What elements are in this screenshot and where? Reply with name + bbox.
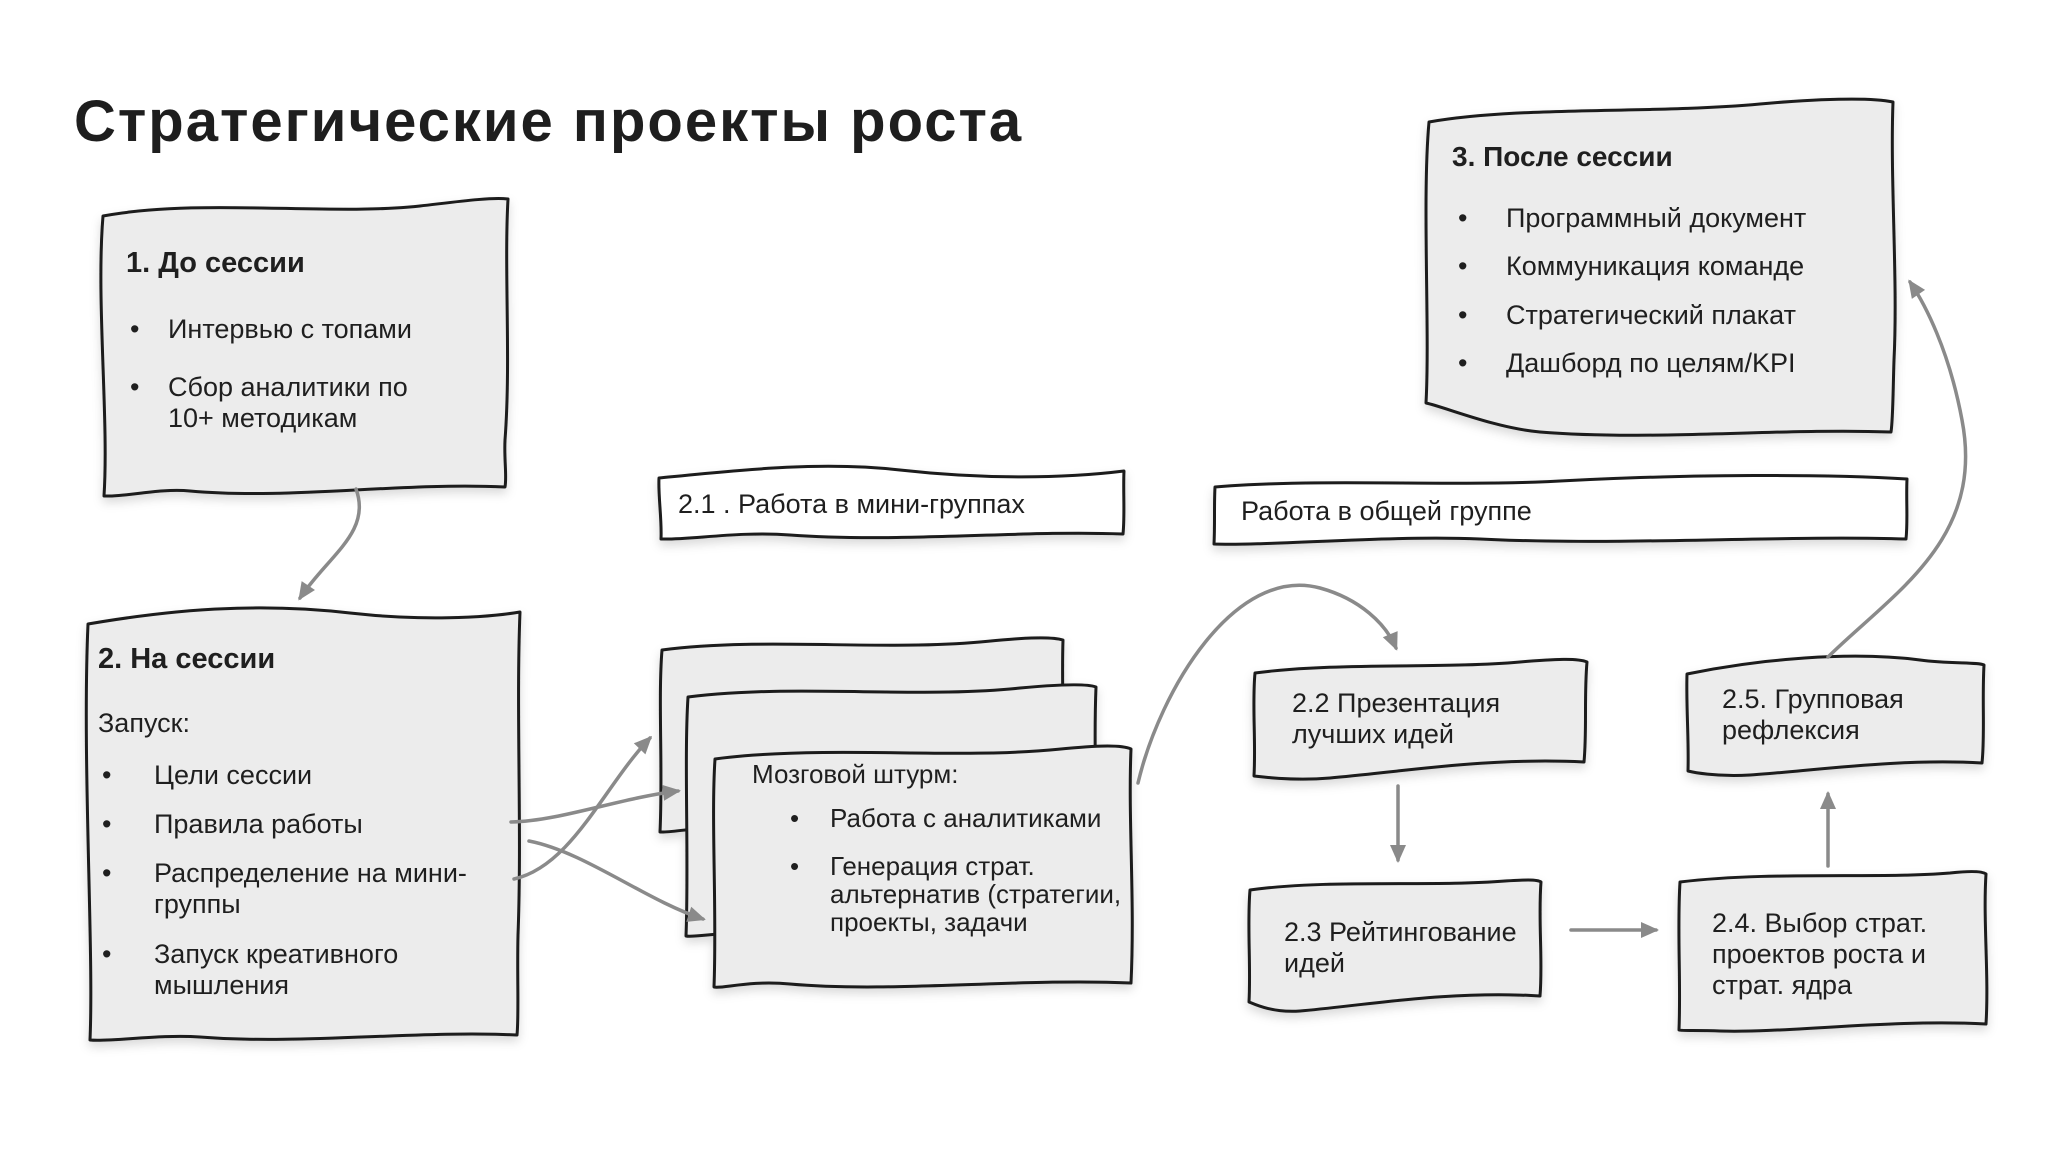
list-item: • Запуск креативного мышления bbox=[98, 939, 498, 1002]
list-item: • Генерация страт. альтернатив (стратеги… bbox=[752, 852, 1134, 936]
mini-groups-banner-shape bbox=[657, 464, 1126, 541]
common-group-banner-shape bbox=[1212, 473, 1909, 546]
list-item: • Работа с аналитиками bbox=[752, 804, 1134, 832]
before-session-note: 1. До сессии • Интервью с топами • Сбор … bbox=[126, 246, 456, 460]
list-item-text: Дашборд по целям/KPI bbox=[1506, 347, 1796, 378]
step-2-3-label: 2.3 Рейтингование идей bbox=[1284, 917, 1517, 979]
list-item: • Программный документ bbox=[1452, 203, 1888, 234]
mini-groups-banner-label: 2.1 . Работа в мини-группах bbox=[678, 489, 1025, 519]
bullet-icon: • bbox=[130, 314, 140, 345]
arrow-box2-to-paper-back bbox=[512, 735, 653, 881]
brainstorm-heading: Мозговой штурм: bbox=[752, 759, 959, 789]
common-group-banner-label: Работа в общей группе bbox=[1241, 496, 1532, 526]
list-item-text: Генерация страт. альтернатив (стратегии,… bbox=[830, 851, 1122, 938]
bullet-icon: • bbox=[130, 371, 140, 402]
after-session-note: 3. После сессии • Программный документ •… bbox=[1452, 140, 1888, 396]
step-2-4-shape bbox=[1677, 870, 1989, 1033]
list-item: • Цели сессии bbox=[98, 760, 498, 791]
list-item-text: Интервью с топами bbox=[168, 314, 412, 345]
bullet-icon: • bbox=[1458, 203, 1468, 234]
bullet-icon: • bbox=[102, 938, 112, 969]
list-item: • Коммуникация команде bbox=[1452, 251, 1888, 282]
list-item: • Правила работы bbox=[98, 809, 498, 840]
list-item-text: Работа с аналитиками bbox=[830, 803, 1102, 834]
after-session-box-shape bbox=[1424, 97, 1897, 437]
bullet-icon: • bbox=[790, 851, 800, 882]
during-session-intro: Запуск: bbox=[98, 708, 190, 739]
before-session-heading: 1. До сессии bbox=[126, 247, 305, 279]
step-2-5-shape bbox=[1685, 654, 1986, 777]
during-session-box-shape bbox=[84, 606, 522, 1042]
list-item: • Стратегический плакат bbox=[1452, 300, 1888, 331]
step-2-2-label: 2.2 Презентация лучших идей bbox=[1292, 688, 1501, 750]
during-session-heading: 2. На сессии bbox=[98, 643, 276, 675]
bullet-icon: • bbox=[1458, 299, 1468, 330]
bullet-icon: • bbox=[102, 858, 112, 889]
list-item: • Дашборд по целям/KPI bbox=[1452, 348, 1888, 379]
after-session-heading: 3. После сессии bbox=[1452, 141, 1673, 172]
list-item-text: Коммуникация команде bbox=[1506, 251, 1805, 282]
list-item: • Распределение на мини-группы bbox=[98, 858, 498, 921]
before-session-box-shape bbox=[99, 197, 510, 498]
bullet-icon: • bbox=[1458, 347, 1468, 378]
list-item: • Интервью с топами bbox=[126, 314, 456, 345]
list-item: • Сбор аналитики по 10+ методикам bbox=[126, 372, 456, 435]
brainstorm-note: Мозговой штурм: • Работа с аналитиками •… bbox=[752, 760, 1134, 956]
list-item-text: Запуск креативного мышления bbox=[154, 938, 399, 1001]
arrow-brainstorm-to-2-2 bbox=[1136, 583, 1398, 785]
step-2-4-label: 2.4. Выбор страт. проектов роста и страт… bbox=[1712, 908, 1928, 1001]
step-2-2-shape bbox=[1252, 657, 1589, 781]
page-title: Стратегические проекты роста bbox=[74, 89, 1024, 154]
arrow-box1-to-box2 bbox=[298, 487, 362, 601]
list-item-text: Сбор аналитики по 10+ методикам bbox=[168, 371, 408, 433]
list-item-text: Распределение на мини-группы bbox=[154, 858, 467, 920]
list-item-text: Программный документ bbox=[1506, 203, 1807, 234]
list-item-text: Стратегический плакат bbox=[1506, 299, 1796, 330]
arrow-box2-to-brainstorm bbox=[527, 839, 706, 922]
bullet-icon: • bbox=[790, 803, 800, 834]
bullet-icon: • bbox=[1458, 251, 1468, 282]
arrow-2-5-to-box3 bbox=[1826, 279, 1968, 659]
step-2-5-label: 2.5. Групповая рефлексия bbox=[1722, 684, 1904, 746]
bullet-icon: • bbox=[102, 759, 112, 790]
brainstorm-box-shape bbox=[712, 744, 1134, 989]
list-item-text: Цели сессии bbox=[154, 759, 313, 790]
step-2-3-shape bbox=[1247, 878, 1543, 1013]
list-item-text: Правила работы bbox=[154, 808, 363, 839]
during-session-note: 2. На сессии Запуск: • Цели сессии • Пра… bbox=[98, 642, 498, 1019]
arrow-box2-to-paper-middle bbox=[509, 784, 681, 824]
bullet-icon: • bbox=[102, 808, 112, 839]
